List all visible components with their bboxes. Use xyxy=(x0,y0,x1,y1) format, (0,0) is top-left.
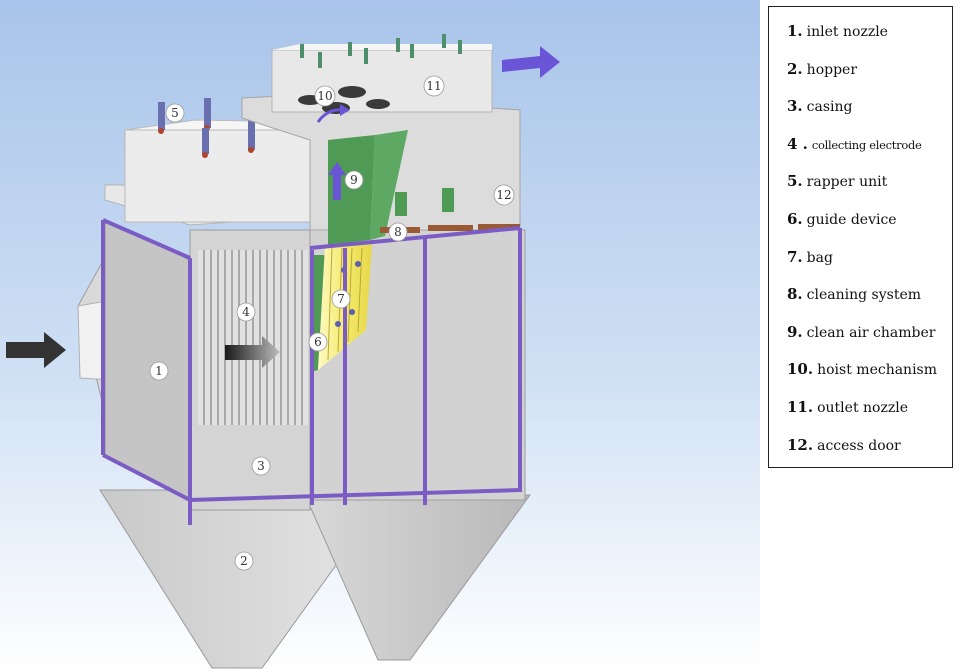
legend-item-inlet-nozzle: 1.inlet nozzle xyxy=(787,19,952,57)
up-arrow-icon xyxy=(328,162,346,200)
legend-number: 4 . xyxy=(787,134,808,153)
callout-7: 7 xyxy=(331,289,351,309)
legend-item-casing: 3.casing xyxy=(787,94,952,132)
legend-item-hopper: 2.hopper xyxy=(787,57,952,95)
legend-number: 12. xyxy=(787,435,814,454)
svg-text:11: 11 xyxy=(426,79,441,93)
legend-label: casing xyxy=(806,99,853,116)
legend-item-rapper-unit: 5.rapper unit xyxy=(787,169,952,207)
legend-item-bag: 7.bag xyxy=(787,245,952,283)
svg-text:7: 7 xyxy=(337,292,345,306)
legend-label: outlet nozzle xyxy=(817,399,908,416)
callout-5: 5 xyxy=(165,103,185,123)
legend-item-clean-air-chamber: 9.clean air chamber xyxy=(787,320,952,358)
inlet-arrow-icon xyxy=(6,332,66,368)
svg-text:9: 9 xyxy=(350,173,358,187)
callout-9: 9 xyxy=(344,170,364,190)
callout-3: 3 xyxy=(251,456,271,476)
legend-item-cleaning-system: 8.cleaning system xyxy=(787,282,952,320)
svg-text:1: 1 xyxy=(155,364,163,378)
svg-text:12: 12 xyxy=(496,188,511,202)
legend-label: bag xyxy=(806,249,833,266)
hoist-flow-arrowhead-icon xyxy=(340,104,350,116)
outlet-arrow-icon xyxy=(502,46,560,78)
legend-item-guide-device: 6.guide device xyxy=(787,207,952,245)
callout-12: 12 xyxy=(493,184,515,206)
legend-number: 5. xyxy=(787,172,803,191)
legend-label: access door xyxy=(817,437,901,454)
callout-8: 8 xyxy=(388,222,408,242)
clean-air-green-panel-2 xyxy=(370,130,408,240)
legend-number: 10. xyxy=(787,360,814,379)
legend-number: 3. xyxy=(787,97,803,116)
legend-number: 6. xyxy=(787,209,803,228)
legend-item-collecting-electrode: 4 .collecting electrode xyxy=(787,132,952,170)
legend-number: 11. xyxy=(787,397,814,416)
svg-text:6: 6 xyxy=(314,335,322,349)
svg-text:10: 10 xyxy=(317,89,332,103)
rapper-rods xyxy=(158,98,255,158)
legend-label: guide device xyxy=(806,211,897,228)
callout-1: 1 xyxy=(149,361,169,381)
access-door-panel-2 xyxy=(442,188,454,212)
clean-air-green-panel xyxy=(328,135,375,245)
legend-label: hoist mechanism xyxy=(817,362,938,379)
hoist-rods xyxy=(300,34,462,68)
svg-text:8: 8 xyxy=(394,225,402,239)
svg-text:3: 3 xyxy=(257,459,265,473)
svg-text:4: 4 xyxy=(242,305,250,319)
callout-11: 11 xyxy=(423,75,445,97)
legend-label: cleaning system xyxy=(806,287,922,304)
legend-item-outlet-nozzle: 11.outlet nozzle xyxy=(787,395,952,433)
legend-number: 9. xyxy=(787,322,803,341)
collecting-electrode-plates xyxy=(198,250,308,425)
legend-item-access-door: 12.access door xyxy=(787,433,952,471)
callout-10: 10 xyxy=(314,85,336,107)
casing-left-side xyxy=(104,219,191,501)
access-door-panel-1 xyxy=(395,192,407,216)
callout-4: 4 xyxy=(236,302,256,322)
legend-number: 8. xyxy=(787,285,803,304)
outlet-box-top xyxy=(272,44,492,50)
legend-label: rapper unit xyxy=(806,174,888,191)
legend-label: inlet nozzle xyxy=(806,24,888,40)
callout-6: 6 xyxy=(308,332,328,352)
flow-arrow-icon xyxy=(225,336,280,368)
legend-label: collecting electrode xyxy=(811,137,922,152)
svg-text:5: 5 xyxy=(171,106,179,120)
legend-box: 1.inlet nozzle 2.hopper 3.casing 4 .coll… xyxy=(768,6,953,468)
legend-number: 2. xyxy=(787,59,803,78)
legend-label: clean air chamber xyxy=(806,324,936,341)
legend-number: 1. xyxy=(787,22,803,40)
legend-label: hopper xyxy=(806,61,858,78)
legend-number: 7. xyxy=(787,247,803,266)
rapper-housing xyxy=(124,129,311,223)
svg-text:2: 2 xyxy=(240,554,248,568)
callout-2: 2 xyxy=(234,551,254,571)
legend-item-hoist-mechanism: 10.hoist mechanism xyxy=(787,357,952,395)
